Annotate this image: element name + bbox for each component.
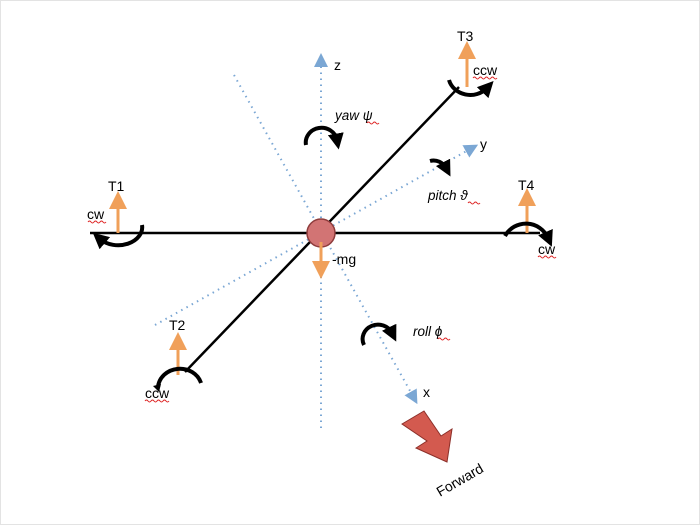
t2-ccw-rotation-icon: [156, 366, 203, 388]
ccw-bottom-label: ccw: [145, 385, 170, 401]
axis-z-label: z: [334, 57, 341, 73]
pitch-label: pitch ϑ: [427, 188, 468, 203]
spellcheck-underlines: [87, 76, 557, 403]
axis-x-label: x: [423, 384, 430, 400]
forward-label: Forward: [434, 460, 486, 500]
roll-label: roll ϕ: [413, 324, 443, 339]
forward-arrow-icon: [401, 410, 453, 463]
t1-cw-rotation-icon: [92, 224, 145, 250]
t2-label: T2: [169, 317, 186, 333]
coordinate-axes: [154, 53, 479, 428]
y-axis: [154, 144, 479, 326]
yaw-rotation-icon: [303, 125, 344, 150]
rotor-rotation-arrows: [92, 79, 553, 392]
axis-y-label: y: [480, 136, 487, 152]
t3-ccw-rotation-icon: [447, 79, 494, 99]
t4-cw-rotation-icon: [503, 221, 553, 247]
pitch-rotation-icon: [429, 158, 451, 177]
t4-label: T4: [518, 177, 535, 193]
axis-rotation-arrows: [303, 125, 451, 346]
t1-label: T1: [108, 178, 125, 194]
thrust-arrows: [109, 41, 536, 375]
yaw-label: yaw ψ: [334, 108, 373, 123]
t3-label: T3: [457, 28, 474, 44]
cw-right-label: cw: [538, 241, 556, 257]
ccw-top-label: ccw: [473, 62, 498, 78]
gravity-label: -mg: [332, 251, 356, 267]
roll-rotation-icon: [360, 322, 397, 346]
cw-left-label: cw: [87, 206, 105, 222]
